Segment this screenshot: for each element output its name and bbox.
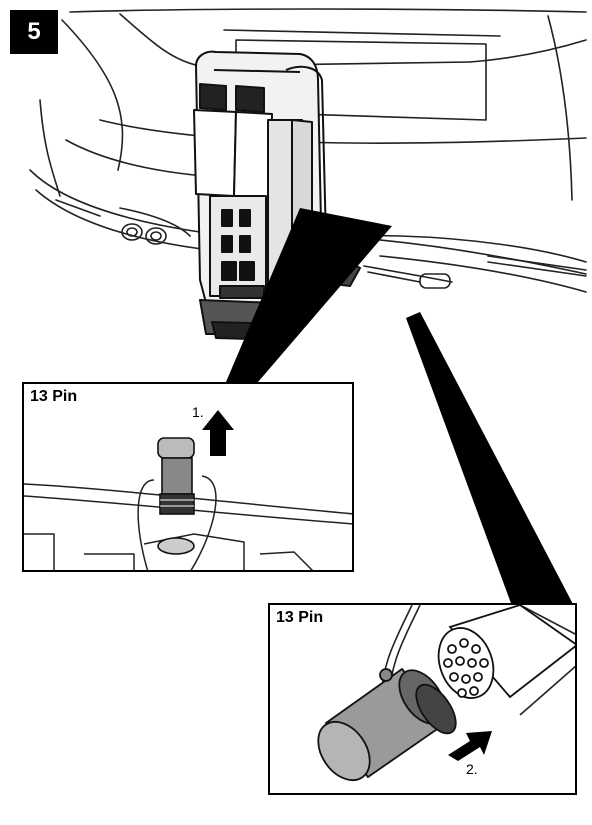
step-indicator: 1. <box>192 404 204 420</box>
plug-connect-illustration <box>317 605 575 781</box>
step-indicator: 2. <box>466 761 478 777</box>
step-number-badge: 5 <box>10 10 58 54</box>
socket-lift-illustration <box>24 410 352 570</box>
inset-13pin-step-1: 13 Pin 1. <box>22 382 354 572</box>
inset-title: 13 Pin <box>276 609 324 626</box>
inset-13pin-step-2: 13 Pin 2. <box>268 603 577 795</box>
inset-title: 13 Pin <box>30 388 78 405</box>
